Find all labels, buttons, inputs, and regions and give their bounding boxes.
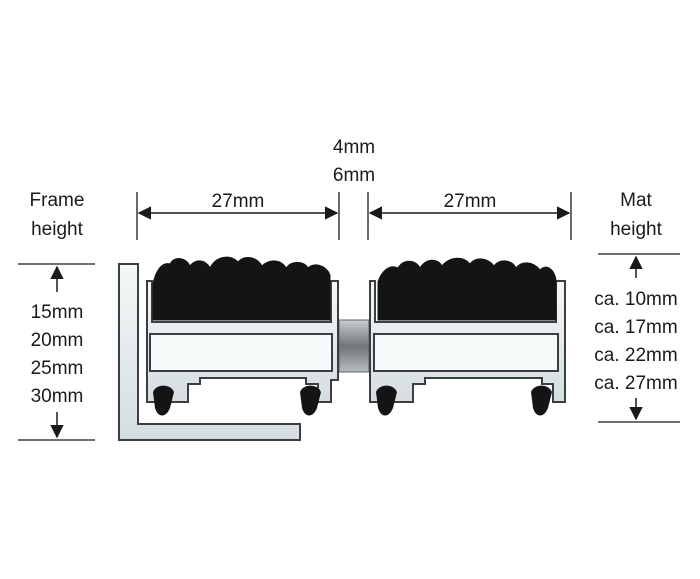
mat-height-value: ca. 27mm — [594, 373, 677, 394]
width-dimensions: 27mm 27mm 4mm 6mm — [136, 137, 572, 240]
connector-rod — [338, 319, 370, 373]
gap-label-4mm: 4mm — [333, 137, 375, 158]
l-frame-profile — [118, 263, 301, 441]
width-left-label: 27mm — [212, 191, 265, 212]
frame-height-dimension: Frame height 15mm 20mm 25mm 30mm — [18, 190, 95, 441]
mat-profile-left — [146, 256, 339, 416]
frame-height-title-line1: Frame — [30, 190, 85, 211]
gap-label-6mm: 6mm — [333, 165, 375, 186]
rubber-foot-icon — [531, 385, 552, 416]
brush-insert-icon — [377, 257, 557, 321]
mat-profile-right — [369, 257, 566, 416]
mat-height-value: ca. 17mm — [594, 317, 677, 338]
mat-height-dimension: Mat height ca. 10mm ca. 17mm ca. 22mm ca… — [594, 190, 680, 423]
frame-height-value: 30mm — [31, 386, 84, 407]
frame-height-value: 20mm — [31, 330, 84, 351]
width-right-label: 27mm — [444, 191, 497, 212]
rubber-foot-icon — [300, 385, 321, 416]
rubber-foot-icon — [153, 385, 174, 416]
mat-height-value: ca. 10mm — [594, 289, 677, 310]
frame-height-value: 15mm — [31, 302, 84, 323]
frame-height-value: 25mm — [31, 358, 84, 379]
mat-height-title-line2: height — [610, 219, 662, 240]
rubber-foot-icon — [376, 385, 397, 416]
frame-height-title-line2: height — [31, 219, 83, 240]
brush-insert-icon — [152, 256, 331, 321]
mat-height-value: ca. 22mm — [594, 345, 677, 366]
mat-height-title-line1: Mat — [620, 190, 652, 211]
